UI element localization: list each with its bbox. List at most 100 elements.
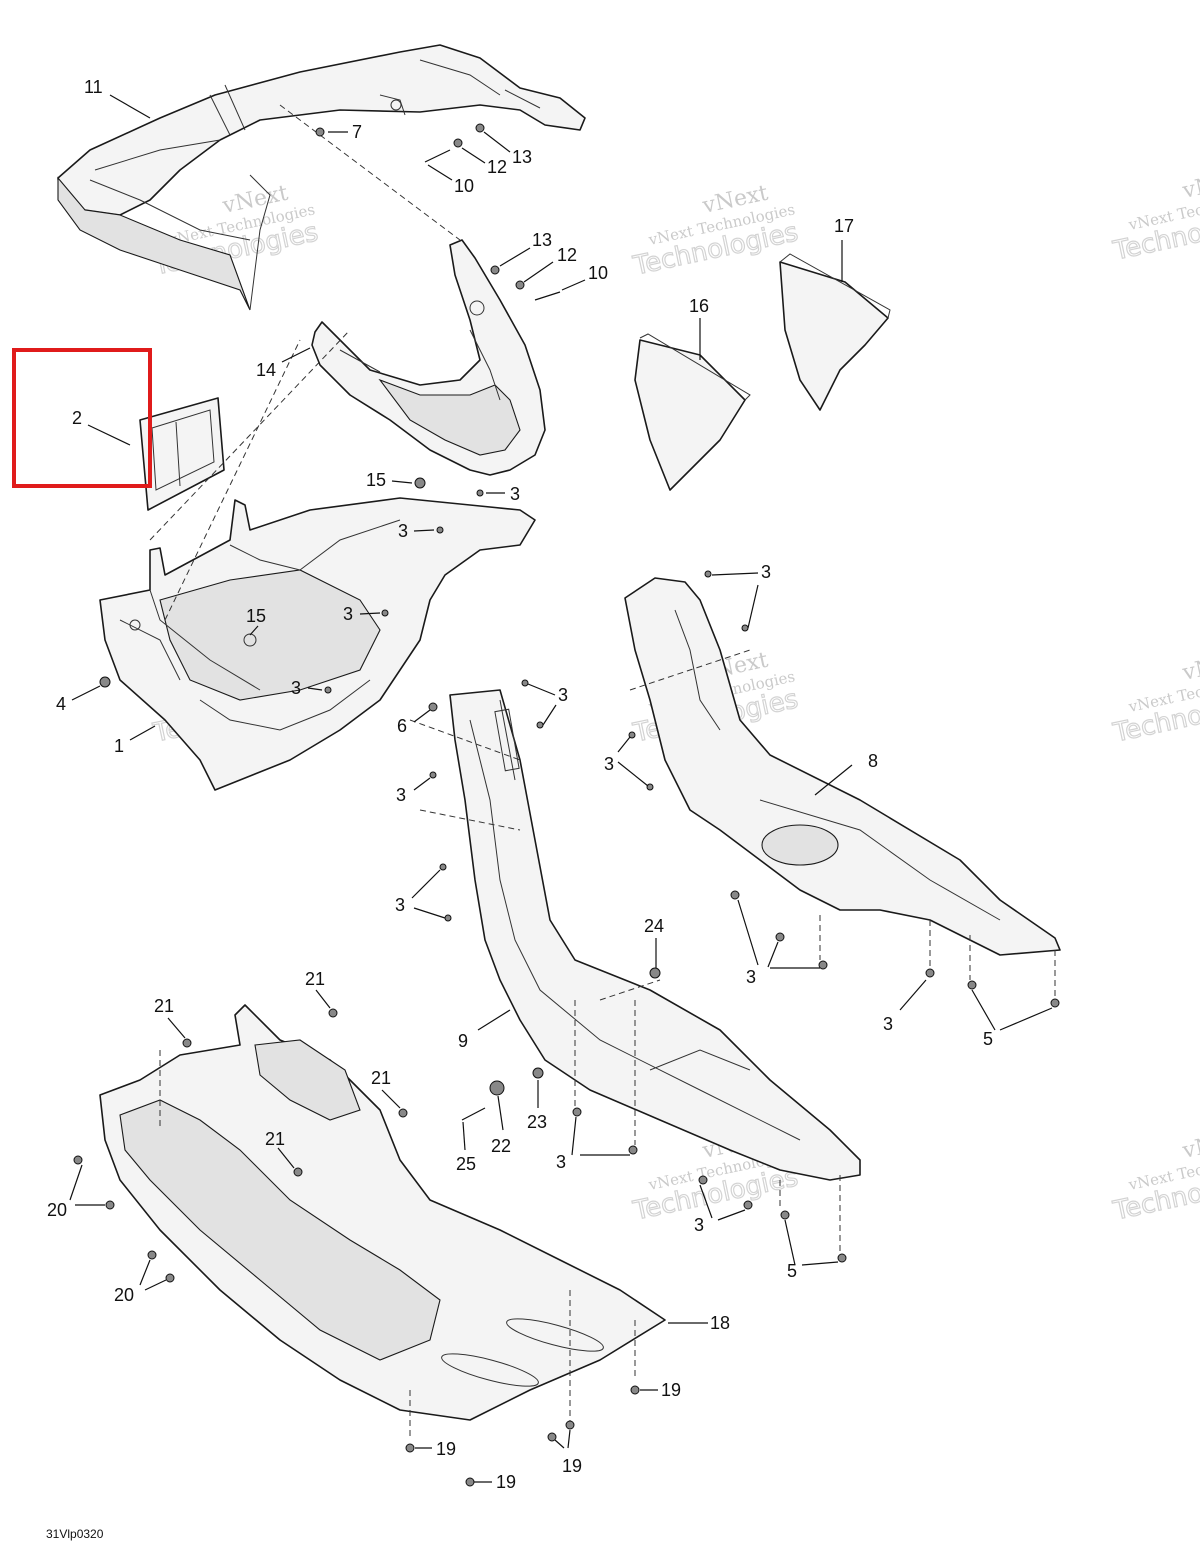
watermark-text: vNext xyxy=(1180,1126,1200,1164)
fastener xyxy=(315,127,325,137)
callout-23: 23 xyxy=(527,1112,547,1132)
fastener xyxy=(547,1432,557,1442)
callout-13: 13 xyxy=(512,147,532,167)
fastener xyxy=(398,1108,408,1118)
fastener xyxy=(105,1200,115,1210)
watermark-text: vNext xyxy=(1180,648,1200,686)
fastener xyxy=(925,968,935,978)
callout-3: 3 xyxy=(291,678,301,698)
callout-4: 4 xyxy=(56,694,66,714)
fastener xyxy=(646,783,654,791)
fastener xyxy=(453,138,463,148)
callout-3: 3 xyxy=(604,754,614,774)
fastener xyxy=(381,609,389,617)
callout-6: 6 xyxy=(397,716,407,736)
callout-15: 15 xyxy=(366,470,386,490)
callout-21: 21 xyxy=(305,969,325,989)
callout-12: 12 xyxy=(557,245,577,265)
callout-21: 21 xyxy=(371,1068,391,1088)
callout-19: 19 xyxy=(562,1456,582,1476)
callout-2: 2 xyxy=(72,408,82,428)
watermark-text: vNext xyxy=(1180,166,1200,204)
callout-19: 19 xyxy=(436,1439,456,1459)
callout-15: 15 xyxy=(246,606,266,626)
fastener xyxy=(741,624,749,632)
bolt xyxy=(461,1107,486,1121)
fastener xyxy=(475,123,485,133)
highlight-box xyxy=(12,348,152,488)
fastener xyxy=(704,570,712,578)
callout-3: 3 xyxy=(395,895,405,915)
fastener xyxy=(465,1477,475,1487)
fastener xyxy=(293,1167,303,1177)
callout-3: 3 xyxy=(396,785,406,805)
fastener xyxy=(536,721,544,729)
fastener xyxy=(565,1420,575,1430)
callout-19: 19 xyxy=(496,1472,516,1492)
fastener xyxy=(429,771,437,779)
fastener xyxy=(628,731,636,739)
fastener xyxy=(414,477,426,489)
callout-3: 3 xyxy=(761,562,771,582)
fastener xyxy=(439,863,447,871)
fastener xyxy=(837,1253,847,1263)
fastener xyxy=(428,702,438,712)
callout-17: 17 xyxy=(834,216,854,236)
part-1-console-body xyxy=(99,497,536,791)
fastener xyxy=(780,1210,790,1220)
fastener xyxy=(967,980,977,990)
fastener xyxy=(99,676,111,688)
fastener xyxy=(147,1250,157,1260)
callout-21: 21 xyxy=(265,1129,285,1149)
part-14-tunnel-cover xyxy=(311,239,546,476)
fastener xyxy=(405,1443,415,1453)
callout-3: 3 xyxy=(398,521,408,541)
part-11-upper-panel xyxy=(57,44,586,311)
watermark: vNext vNext Technologies Technologies xyxy=(629,181,801,283)
fastener xyxy=(521,679,529,687)
fastener xyxy=(436,526,444,534)
leader-lines xyxy=(69,94,1053,1483)
fastener xyxy=(182,1038,192,1048)
fastener xyxy=(628,1145,638,1155)
fasteners xyxy=(73,123,1060,1487)
fastener xyxy=(698,1175,708,1185)
fastener xyxy=(572,1107,582,1117)
fastener xyxy=(328,1008,338,1018)
callout-19: 19 xyxy=(661,1380,681,1400)
watermark: vNext vNext Technologies Technologies xyxy=(1109,166,1200,268)
fastener xyxy=(165,1273,175,1283)
callout-10: 10 xyxy=(454,176,474,196)
callout-3: 3 xyxy=(558,685,568,705)
watermark: vNext vNext Technologies Technologies xyxy=(1109,1126,1200,1228)
callout-13: 13 xyxy=(532,230,552,250)
callout-20: 20 xyxy=(114,1285,134,1305)
callout-3: 3 xyxy=(556,1152,566,1172)
callout-3: 3 xyxy=(694,1215,704,1235)
callout-3: 3 xyxy=(510,484,520,504)
callout-3: 3 xyxy=(343,604,353,624)
fastener xyxy=(489,1080,505,1096)
part-16-side-panel xyxy=(634,333,751,491)
callout-3: 3 xyxy=(746,967,756,987)
fastener xyxy=(515,280,525,290)
part-17-side-panel xyxy=(779,253,891,411)
fastener xyxy=(775,932,785,942)
fastener xyxy=(649,967,661,979)
callout-3: 3 xyxy=(883,1014,893,1034)
fastener xyxy=(730,890,740,900)
fastener xyxy=(444,914,452,922)
fastener xyxy=(818,960,828,970)
callout-11: 11 xyxy=(84,77,103,97)
callout-21: 21 xyxy=(154,996,174,1016)
callout-25: 25 xyxy=(456,1154,476,1174)
bolt xyxy=(424,149,451,163)
drawing-id: 31Vlp0320 xyxy=(46,1527,104,1541)
fastener xyxy=(630,1385,640,1395)
callout-5: 5 xyxy=(983,1029,993,1049)
part-18-bottom-pan xyxy=(99,1004,666,1421)
bolt xyxy=(534,291,561,301)
callout-8: 8 xyxy=(868,751,878,771)
fastener xyxy=(324,686,332,694)
